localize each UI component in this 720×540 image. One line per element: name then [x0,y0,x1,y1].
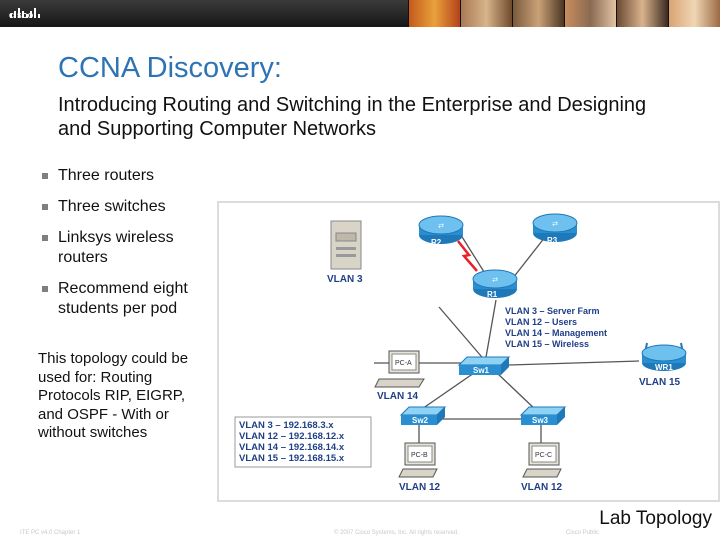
pc-label: PC-A [395,360,412,367]
vlan-subnet: VLAN 3 – 192.168.3.x [239,420,334,431]
link-r3-r1 [508,231,550,284]
banner-photo [616,0,668,27]
svg-text:⇄: ⇄ [552,221,558,228]
svg-text:⇄: ⇄ [438,223,444,230]
logo-text: CISCO. [9,13,37,20]
bullet-item: Three switches [40,197,220,217]
router-label: R3 [547,236,558,245]
router-label: R1 [487,290,498,299]
lab-topology-label: Lab Topology [599,508,712,529]
link-r1-server [438,306,488,364]
switch-label: Sw3 [532,416,549,425]
switch-icon [519,406,567,425]
pc-vlan-label: VLAN 14 [377,391,419,402]
router-icon: ⇄ [472,269,518,298]
router-icon: ⇄ [532,213,578,242]
server-vlan-label: VLAN 3 [327,274,363,285]
svg-text:⇄: ⇄ [492,277,498,284]
banner-photo [408,0,460,27]
link-sw1-sw3 [496,372,538,412]
switch-icon [399,406,447,425]
vlan-subnet-list: VLAN 3 – 192.168.3.x VLAN 12 – 192.168.1… [239,420,345,464]
vlan-subnet: VLAN 15 – 192.168.15.x [239,453,345,464]
pc-icon [398,442,438,478]
wireless-label: WR1 [655,363,673,372]
serial-link-icon [457,240,478,272]
topology-note: This topology could be used for: Routing… [38,350,189,441]
vlan-name: VLAN 15 – Wireless [505,339,589,349]
topology-diagram: VLAN 3 ⇄ R2 ⇄ R3 ⇄ R1 VLAN 3 – Server Fa… [217,201,720,502]
bullet-item: Recommend eight students per pod [40,279,220,319]
pc-vlan-label: VLAN 12 [399,482,441,493]
banner-photos [408,0,720,27]
bullet-item: Linksys wireless routers [40,228,220,268]
banner-photo [512,0,564,27]
vlan-name: VLAN 14 – Management [505,328,607,338]
vlan-name: VLAN 12 – Users [505,317,577,327]
pc-icon [374,350,425,388]
cisco-logo-icon [10,8,40,18]
footer-left: ITE PC v4.0 Chapter 1 [20,530,81,536]
router-label: R2 [431,238,442,247]
banner-photo [668,0,720,27]
vlan-names-list: VLAN 3 – Server Farm VLAN 12 – Users VLA… [505,306,607,349]
vlan-subnet: VLAN 14 – 192.168.14.x [239,442,345,453]
slide-subtitle: Introducing Routing and Switching in the… [58,94,647,140]
switch-label: Sw1 [473,366,490,375]
vlan-name: VLAN 3 – Server Farm [505,306,600,316]
link-sw1-sw2 [418,372,475,412]
switch-icon [457,356,511,375]
banner-photo [460,0,512,27]
pc-vlan-label: VLAN 12 [521,482,563,493]
pc-label: PC-B [411,452,428,459]
wireless-router-icon [641,342,687,371]
link-r1-sw1 [484,299,497,364]
bullet-item: Three routers [40,166,220,186]
slide-title: CCNA Discovery: [58,52,282,84]
pc-label: PC-C [535,452,552,459]
footer-center: © 2007 Cisco Systems, Inc. All rights re… [334,530,459,536]
switch-label: Sw2 [412,416,429,425]
router-icon: ⇄ [418,215,464,244]
topology-svg: VLAN 3 ⇄ R2 ⇄ R3 ⇄ R1 VLAN 3 – Server Fa… [234,213,687,493]
vlan-subnet: VLAN 12 – 192.168.12.x [239,431,345,442]
bullet-list: Three routers Three switches Linksys wir… [40,166,220,330]
subnet-legend-box [234,416,372,468]
wireless-vlan-label: VLAN 15 [639,377,681,388]
link-sw1-wr1 [508,360,640,366]
footer-right: Cisco Public [566,530,600,536]
top-banner: CISCO. [0,0,720,27]
pc-icon [522,442,562,478]
server-icon [330,220,362,270]
banner-photo [564,0,616,27]
